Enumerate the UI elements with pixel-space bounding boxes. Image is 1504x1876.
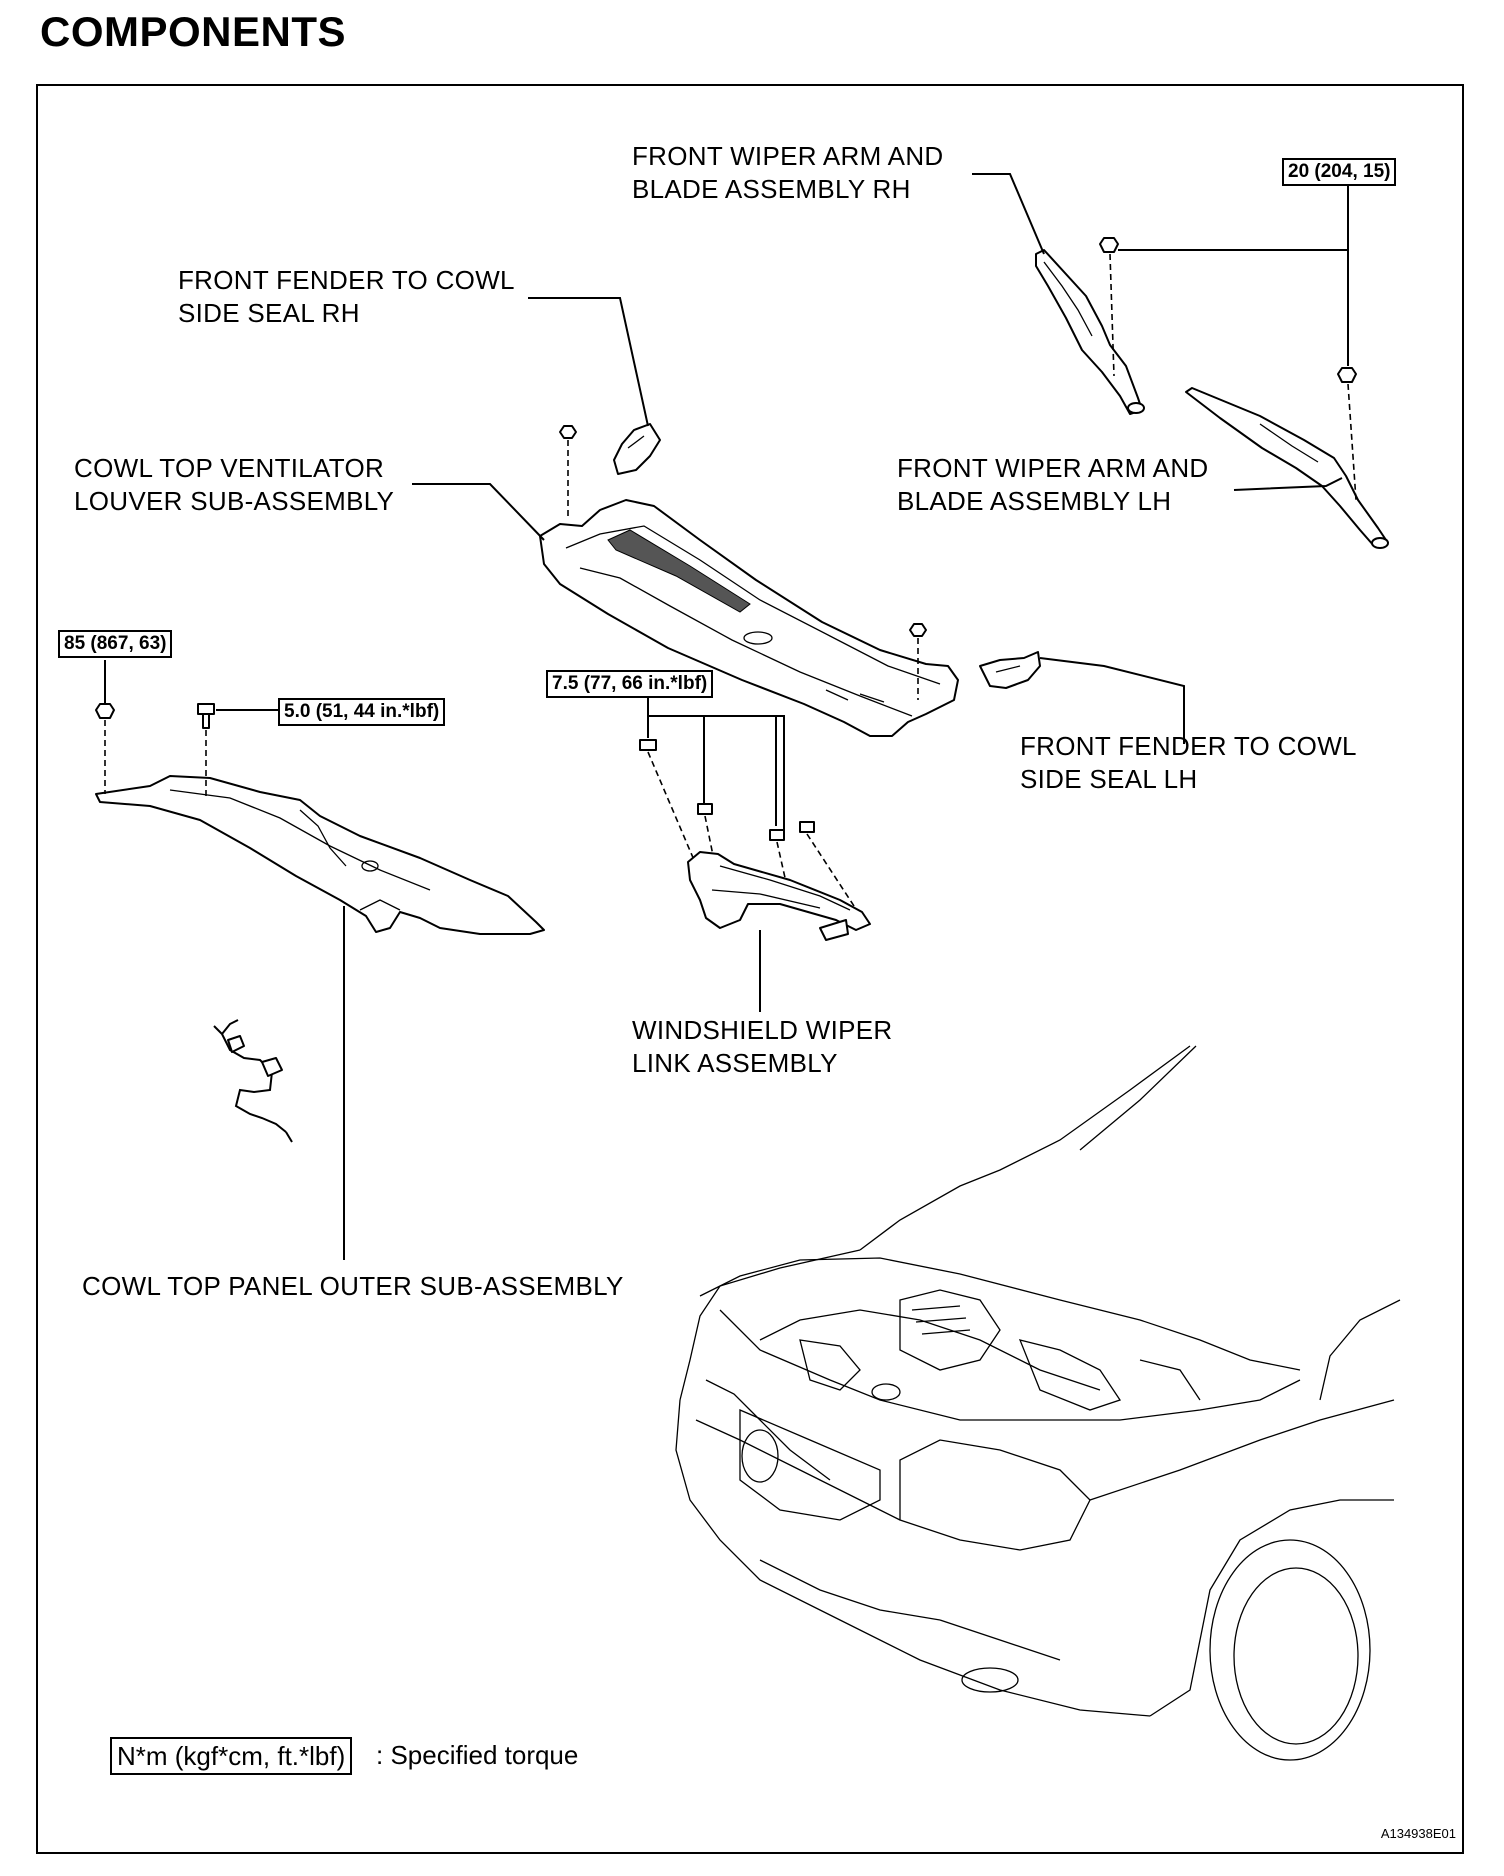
label-cowl-top-panel-outer: COWL TOP PANEL OUTER SUB-ASSEMBLY (82, 1271, 624, 1301)
legend-description: : Specified torque (376, 1740, 579, 1770)
panel-bolt (197, 703, 215, 796)
wiper-nut-rh (1099, 237, 1119, 377)
figure-code: A134938E01 (1380, 1826, 1456, 1841)
label-front-wiper-arm-lh: FRONT WIPER ARM AND BLADE ASSEMBLY LH (897, 453, 1209, 516)
windshield-wiper-link (687, 851, 871, 941)
page-title: COMPONENTS (40, 8, 347, 55)
torque-panel-nut: 85 (867, 63) (58, 630, 173, 658)
louver-clip (559, 425, 577, 520)
torque-link-bolts: 7.5 (77, 66 in.*lbf) (546, 670, 714, 698)
legend-torque-unit: N*m (kgf*cm, ft.*lbf) (110, 1737, 353, 1775)
link-bolt-3 (769, 829, 791, 901)
fender-seal-lh (979, 651, 1041, 689)
link-bolt-4 (799, 821, 855, 907)
fender-seal-rh (613, 423, 661, 475)
torque-panel-bolt: 5.0 (51, 44 in.*lbf) (278, 698, 446, 726)
wiper-nut-lh (1337, 367, 1357, 501)
label-front-fender-seal-lh: FRONT FENDER TO COWL SIDE SEAL LH (1020, 731, 1357, 794)
cowl-top-panel-outer (95, 775, 545, 935)
wire-harness (213, 1019, 293, 1143)
wiper-arm-lh (1185, 387, 1389, 549)
louver-clip-right (909, 623, 927, 700)
torque-wiper-nut: 20 (204, 15) (1282, 158, 1397, 186)
label-front-wiper-arm-rh: FRONT WIPER ARM AND BLADE ASSEMBLY RH (632, 141, 944, 204)
cowl-top-ventilator-louver (539, 499, 959, 737)
vehicle-front-view (675, 1045, 1401, 1761)
wiper-arm-rh (1035, 249, 1145, 415)
link-bolt-1 (639, 739, 695, 861)
label-front-fender-seal-rh: FRONT FENDER TO COWL SIDE SEAL RH (178, 265, 515, 328)
diagram-frame (36, 84, 1464, 1854)
panel-nut (95, 703, 115, 794)
label-windshield-wiper-link: WINDSHIELD WIPER LINK ASSEMBLY (632, 1015, 893, 1078)
label-cowl-top-ventilator-louver: COWL TOP VENTILATOR LOUVER SUB-ASSEMBLY (74, 453, 395, 516)
